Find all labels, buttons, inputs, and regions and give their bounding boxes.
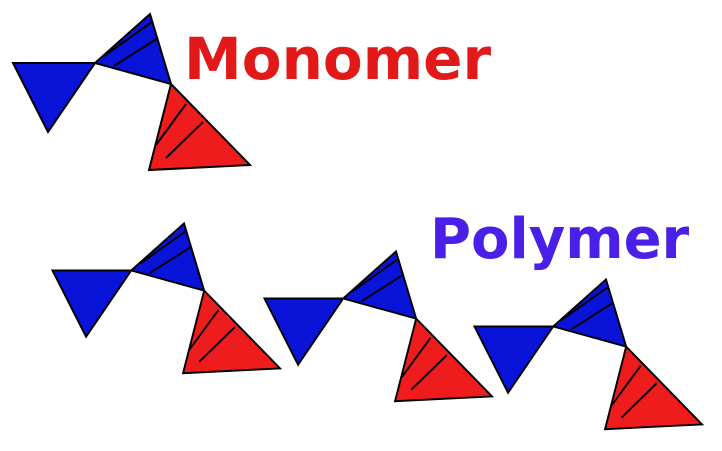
red-triangle-bottom-facet-line xyxy=(198,326,236,363)
blue-triangle-top xyxy=(129,221,206,293)
red-triangle-bottom-facet-line xyxy=(610,365,642,406)
blue-triangle-left xyxy=(262,297,346,367)
blue-triangle-top-facet-line xyxy=(351,258,399,293)
blue-triangle-top xyxy=(341,249,418,321)
red-triangle-bottom-facet-line xyxy=(620,382,658,419)
blue-triangle-top-facet-line xyxy=(561,286,609,321)
red-triangle-bottom-facet-line xyxy=(165,121,204,159)
blue-triangle-top xyxy=(92,12,173,86)
monomer-unit-2 xyxy=(262,249,495,403)
polymer-label: Polymer xyxy=(430,207,690,272)
monomer-unit-3 xyxy=(472,277,705,431)
red-triangle-bottom xyxy=(181,288,283,375)
blue-triangle-top-facet-line xyxy=(139,230,187,265)
blue-triangle-top-facet-line xyxy=(148,245,193,275)
red-triangle-bottom-facet-line xyxy=(400,337,432,378)
blue-triangle-left xyxy=(11,62,97,134)
monomer-label: Monomer xyxy=(184,25,491,93)
blue-triangle-top-facet-line xyxy=(570,301,615,331)
red-triangle-bottom-facet-line xyxy=(155,103,187,146)
blue-triangle-top-facet-line xyxy=(103,21,153,57)
monomer-unit xyxy=(11,12,253,172)
polymer-chain xyxy=(50,221,705,431)
blue-triangle-top xyxy=(551,277,628,349)
blue-triangle-left xyxy=(50,269,134,339)
blue-triangle-top-facet-line xyxy=(113,37,159,67)
blue-triangle-top-facet-line xyxy=(360,273,405,303)
red-triangle-bottom xyxy=(603,344,705,431)
red-triangle-bottom-facet-line xyxy=(410,354,448,391)
red-triangle-bottom xyxy=(147,82,253,172)
blue-triangle-left xyxy=(472,325,556,395)
red-triangle-bottom-facet-line xyxy=(188,309,220,350)
red-triangle-bottom xyxy=(393,316,495,403)
monomer-unit-1 xyxy=(11,12,253,172)
monomer-unit-1 xyxy=(50,221,283,375)
